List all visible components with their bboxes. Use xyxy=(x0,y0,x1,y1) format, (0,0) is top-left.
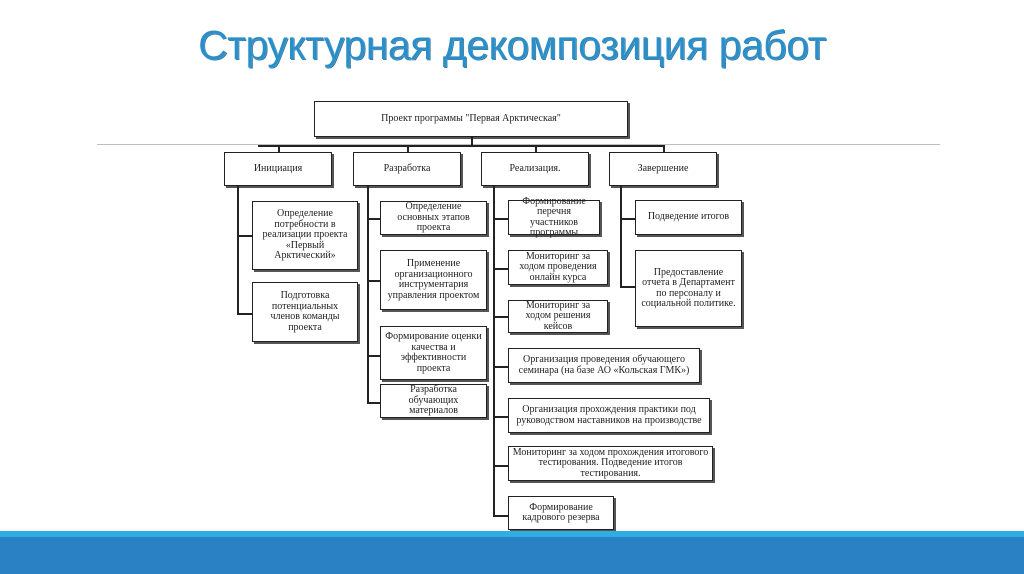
footer-accent-strip xyxy=(0,531,1024,537)
connector xyxy=(471,137,473,146)
connector xyxy=(407,145,409,152)
task-node: Предоставление отчета в Департамент по п… xyxy=(635,250,742,327)
connector xyxy=(367,402,380,404)
connector xyxy=(237,186,239,314)
task-node: Мониторинг за ходом прохождения итоговог… xyxy=(508,446,713,481)
connector xyxy=(493,218,508,220)
task-node: Подведение итогов xyxy=(635,200,742,235)
divider-line xyxy=(97,144,940,145)
task-node: Подготовка потенциальных членов команды … xyxy=(252,282,358,342)
connector xyxy=(620,218,635,220)
connector xyxy=(367,218,380,220)
task-node: Определение потребности в реализации про… xyxy=(252,201,358,270)
phase-completion: Завершение xyxy=(609,152,717,186)
slide-title: Структурная декомпозиция работ xyxy=(198,22,826,68)
connector xyxy=(493,465,508,467)
connector xyxy=(493,186,495,516)
connector xyxy=(237,313,252,315)
connector xyxy=(535,145,537,152)
phase-implementation: Реализация. xyxy=(481,152,589,186)
connector xyxy=(620,286,635,288)
connector xyxy=(278,145,280,152)
root-node: Проект программы "Первая Арктическая" xyxy=(314,101,628,137)
connector xyxy=(237,235,252,237)
task-node: Разработка обучающих материалов xyxy=(380,384,487,418)
task-node: Формирование оценки качества и эффективн… xyxy=(380,326,487,380)
footer-bar xyxy=(0,537,1024,574)
phase-initiation: Инициация xyxy=(224,152,332,186)
connector xyxy=(493,316,508,318)
connector xyxy=(493,268,508,270)
phase-development: Разработка xyxy=(353,152,461,186)
task-node: Определение основных этапов проекта xyxy=(380,201,487,235)
task-node: Организация прохождения практики под рук… xyxy=(508,398,710,433)
task-node: Мониторинг за ходом проведения онлайн ку… xyxy=(508,250,608,285)
connector xyxy=(663,145,665,152)
connector xyxy=(367,186,369,403)
connector xyxy=(493,515,508,517)
task-node: Применение организационного инструментар… xyxy=(380,250,487,310)
task-node: Организация проведения обучающего семина… xyxy=(508,348,700,383)
connector xyxy=(258,145,664,147)
task-node: Мониторинг за ходом решения кейсов xyxy=(508,300,608,333)
connector xyxy=(620,186,622,287)
connector xyxy=(493,416,508,418)
connector xyxy=(493,366,508,368)
task-node: Формирование перечня участников программ… xyxy=(508,196,600,238)
connector xyxy=(367,355,380,357)
task-node: Формирование кадрового резерва xyxy=(508,496,614,530)
connector xyxy=(367,280,380,282)
